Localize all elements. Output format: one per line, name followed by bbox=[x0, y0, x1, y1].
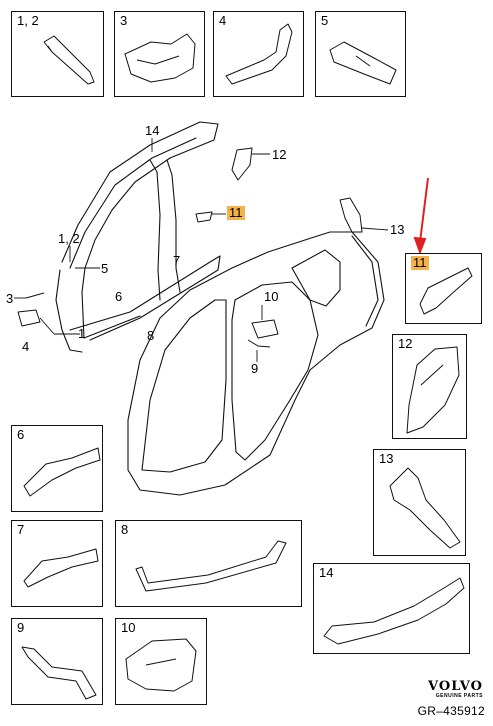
callout-11: 11 bbox=[227, 205, 245, 220]
part-box-label: 12 bbox=[398, 336, 413, 351]
part-box-14: 14 bbox=[313, 563, 470, 654]
part-box-label: 3 bbox=[120, 13, 128, 28]
part-drawing bbox=[419, 267, 473, 315]
callout-9: 9 bbox=[251, 361, 259, 376]
part-box-5: 5 bbox=[315, 11, 406, 97]
part-box-7: 7 bbox=[11, 520, 103, 607]
part-drawing bbox=[23, 548, 99, 588]
callout-1: 1 bbox=[78, 326, 86, 341]
part-box-label: 9 bbox=[17, 620, 25, 635]
callout-8: 8 bbox=[147, 328, 155, 343]
part-box-8: 8 bbox=[115, 520, 302, 607]
callout-6: 6 bbox=[115, 289, 123, 304]
part-drawing bbox=[135, 540, 287, 592]
callout-10: 10 bbox=[264, 289, 279, 304]
callout-3: 3 bbox=[6, 291, 14, 306]
callout-12: 12 bbox=[272, 147, 287, 162]
b-pillar-outline bbox=[149, 159, 161, 301]
part-box-label: 7 bbox=[17, 522, 25, 537]
part-box-label: 5 bbox=[321, 13, 329, 28]
callout-14: 14 bbox=[145, 123, 160, 138]
part-drawing bbox=[389, 467, 461, 549]
brand-block: VOLVO GENUINE PARTS bbox=[428, 680, 483, 700]
part-box-label: 6 bbox=[17, 427, 25, 442]
part-box-4: 4 bbox=[213, 11, 304, 97]
part-box-11: 11 bbox=[405, 253, 482, 324]
red-arrow bbox=[413, 177, 429, 255]
part-box-label: 13 bbox=[379, 451, 394, 466]
part-13-shape bbox=[339, 197, 363, 233]
callout-1-2: 1, 2 bbox=[58, 231, 80, 246]
callout-4: 4 bbox=[22, 339, 30, 354]
part-box-label: 8 bbox=[121, 522, 129, 537]
part-box-1-2: 1, 2 bbox=[11, 11, 104, 97]
part-box-6: 6 bbox=[11, 425, 103, 512]
part-box-3: 3 bbox=[114, 11, 205, 97]
reference-code: GR–435912 bbox=[417, 704, 485, 718]
part-drawing bbox=[43, 35, 95, 85]
part-box-13: 13 bbox=[373, 449, 466, 556]
part-11-shape bbox=[195, 211, 213, 223]
part-3-shape bbox=[25, 292, 45, 299]
part-box-9: 9 bbox=[11, 618, 103, 705]
a-pillar-outline bbox=[61, 121, 219, 293]
part-drawing bbox=[225, 23, 293, 85]
part-box-label: 1, 2 bbox=[17, 13, 39, 28]
part-12-shape bbox=[231, 147, 253, 181]
part-box-label: 11 bbox=[411, 255, 429, 270]
part-box-label: 4 bbox=[219, 13, 227, 28]
part-box-10: 10 bbox=[115, 618, 207, 705]
part-drawing bbox=[329, 41, 397, 85]
part-9-shape bbox=[247, 339, 271, 348]
part-drawing bbox=[125, 638, 197, 692]
part-box-12: 12 bbox=[392, 334, 467, 439]
brand-subtitle: GENUINE PARTS bbox=[435, 693, 483, 699]
part-4-shape bbox=[17, 309, 41, 327]
part-box-label: 10 bbox=[121, 620, 136, 635]
part-10-shape bbox=[251, 319, 279, 339]
callout-5: 5 bbox=[101, 261, 109, 276]
part-drawing bbox=[124, 33, 196, 83]
brand-logo: VOLVO bbox=[428, 679, 483, 694]
part-drawing bbox=[21, 646, 97, 700]
rear-panel-outline bbox=[127, 231, 385, 496]
callout-13: 13 bbox=[390, 222, 405, 237]
part-drawing bbox=[406, 346, 460, 434]
part-box-label: 14 bbox=[319, 565, 334, 580]
callout-7: 7 bbox=[173, 253, 181, 268]
part-drawing bbox=[23, 447, 101, 497]
sill-outline bbox=[69, 255, 221, 341]
part-drawing bbox=[323, 577, 465, 645]
